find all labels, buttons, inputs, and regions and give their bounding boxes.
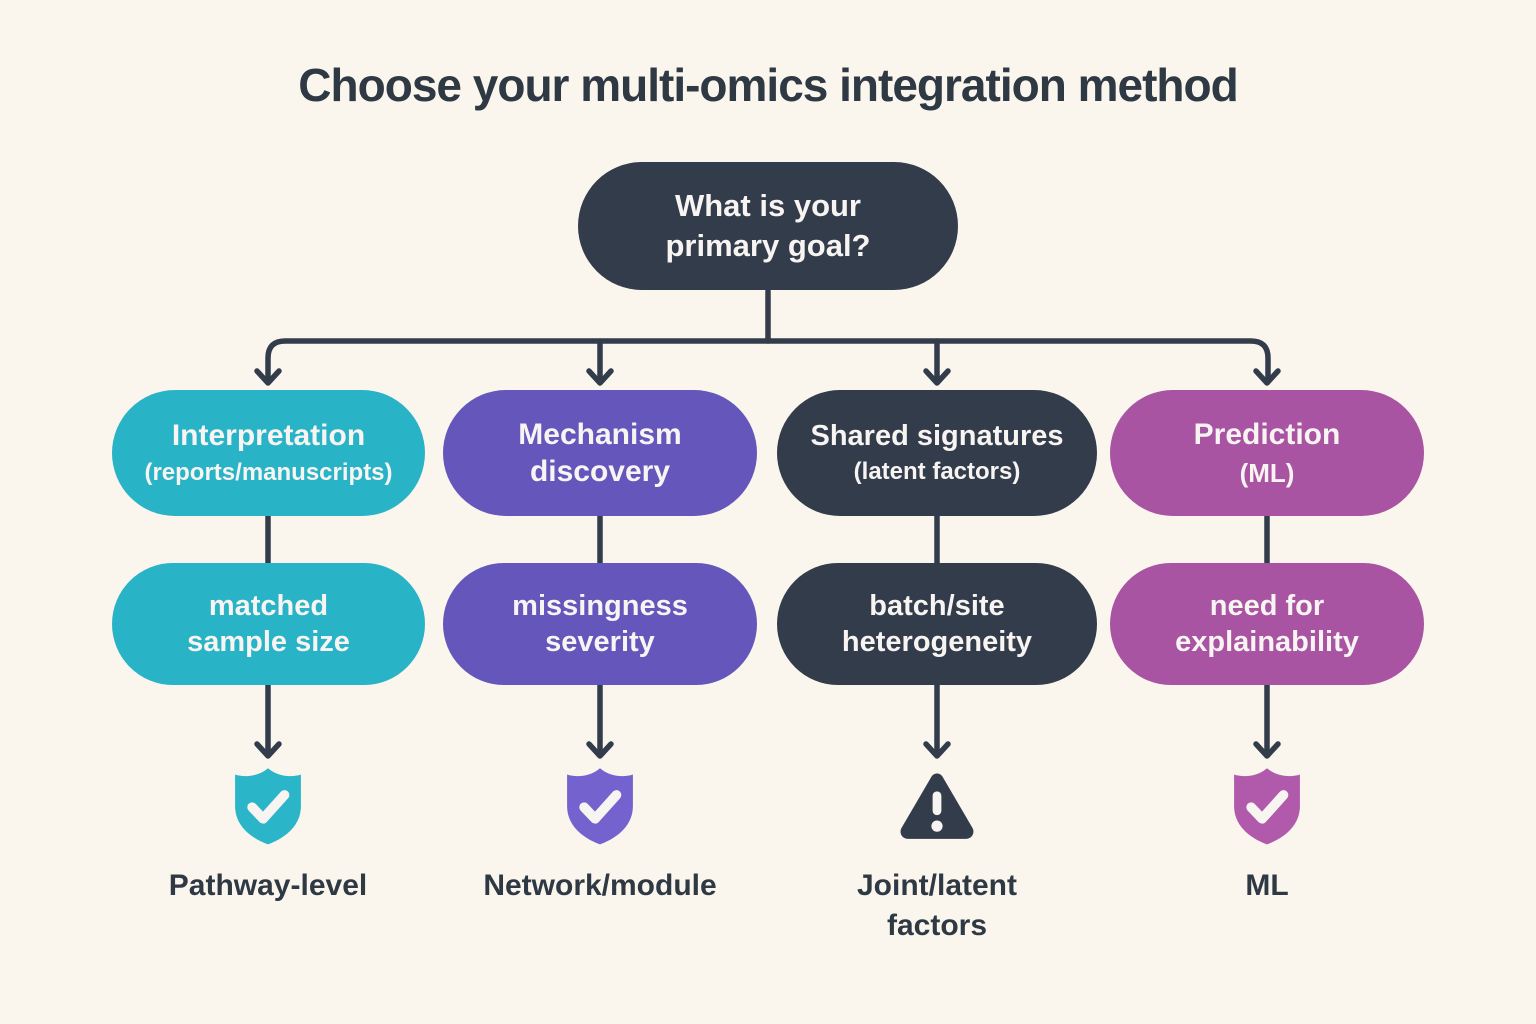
goal-subtitle: (latent factors) xyxy=(853,458,1021,486)
consideration-node-missingness-severity: missingness severity xyxy=(443,563,757,685)
consideration-text: explainability xyxy=(1175,626,1359,658)
decision-node-text: primary goal? xyxy=(665,228,871,263)
page-title: Choose your multi-omics integration meth… xyxy=(298,59,1238,111)
outcome-label-joint-latent-factors: Joint/latent factors xyxy=(856,869,1017,942)
outcome-label-ml: ML xyxy=(1245,869,1289,902)
goal-title: Prediction xyxy=(1193,418,1341,452)
shield-check-icon xyxy=(561,764,639,848)
goal-subtitle: (ML) xyxy=(1239,457,1295,488)
goal-title: Shared signatures xyxy=(810,420,1064,453)
consideration-node-matched-sample-size: matched sample size xyxy=(112,563,425,685)
goal-subtitle: (reports/manuscripts) xyxy=(144,458,393,486)
consideration-text: batch/site xyxy=(869,589,1005,622)
decision-node-primary-goal: What is your primary goal? xyxy=(578,162,958,290)
goal-title: Interpretation xyxy=(171,419,366,453)
warning-triangle-icon xyxy=(898,764,976,848)
goal-node-mechanism-discovery: Mechanism discovery xyxy=(443,390,757,516)
shield-check-icon xyxy=(229,764,307,848)
goal-node-interpretation: Interpretation (reports/manuscripts) xyxy=(112,390,425,516)
outcome-label-pathway-level: Pathway-level xyxy=(168,869,368,902)
decision-node-text: What is your xyxy=(674,188,861,224)
shield-check-icon xyxy=(1228,764,1306,848)
consideration-text: sample size xyxy=(187,626,350,658)
consideration-text: severity xyxy=(545,626,655,658)
goal-title: discovery xyxy=(529,455,671,488)
goal-node-shared-signatures: Shared signatures (latent factors) xyxy=(777,390,1097,516)
consideration-node-batch-site-heterogeneity: batch/site heterogeneity xyxy=(777,563,1097,685)
goal-title: Mechanism xyxy=(518,417,682,451)
consideration-text: matched xyxy=(208,589,329,622)
consideration-node-need-for-explainability: need for explainability xyxy=(1110,563,1424,685)
consideration-text: heterogeneity xyxy=(841,626,1033,658)
consideration-text: missingness xyxy=(512,589,688,622)
goal-node-prediction: Prediction (ML) xyxy=(1110,390,1424,516)
outcome-label-network-module: Network/module xyxy=(483,869,717,902)
consideration-text: need for xyxy=(1209,589,1325,622)
